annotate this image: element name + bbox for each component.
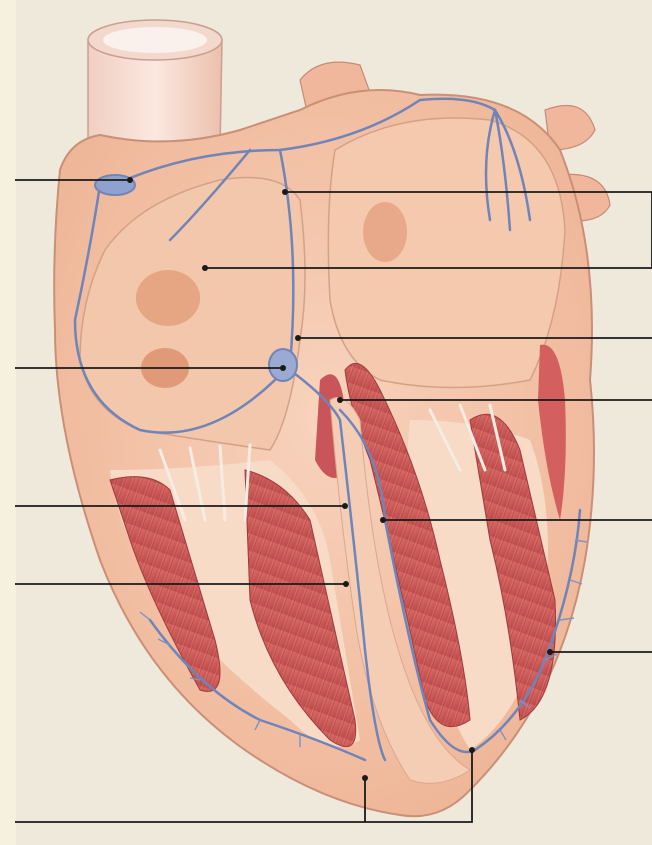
left-atrium [328, 118, 565, 388]
vena-cava-opening [136, 270, 200, 326]
left-margin-strip [0, 0, 16, 845]
pulmonary-vein-opening [363, 202, 407, 262]
